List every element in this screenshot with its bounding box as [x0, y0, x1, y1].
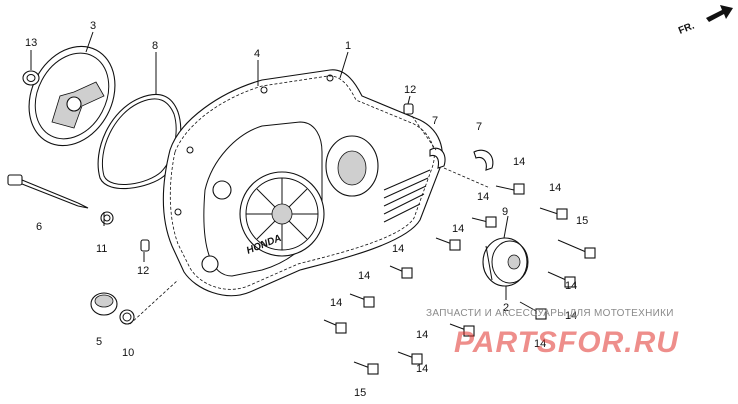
part-11-seal [100, 211, 114, 225]
callout-7-left: 7 [432, 115, 438, 127]
part-5-cap [90, 292, 118, 316]
bolt-2 [539, 207, 568, 220]
callout-1: 1 [345, 40, 351, 52]
part-9-pulley [482, 237, 529, 287]
bolt-6 [389, 265, 413, 279]
callout-7-right: 7 [476, 121, 482, 133]
fr-arrow-icon [706, 5, 733, 22]
callout-15-right: 15 [576, 215, 588, 227]
bolt-13 [353, 361, 379, 375]
callout-5: 5 [96, 336, 102, 348]
callout-12-right: 12 [404, 84, 416, 96]
callout-15-bottom: 15 [354, 387, 366, 399]
bolt-group [323, 183, 596, 375]
part-13-ring [22, 70, 40, 86]
part-8-gasket [97, 94, 182, 190]
bolt-9 [519, 301, 547, 320]
callout-9: 9 [502, 206, 508, 218]
callout-14-i: 14 [565, 310, 577, 322]
front-direction-marker: FR. [677, 5, 733, 37]
bolt-5 [435, 237, 461, 251]
part-6-dipstick [7, 174, 89, 209]
part-12-dowel-right [403, 103, 414, 115]
bolt-1 [495, 183, 525, 195]
part-12-dowel-left [140, 239, 150, 252]
leader-lines [30, 31, 509, 325]
callout-14-d: 14 [452, 223, 464, 235]
part-7-clip-right [473, 149, 494, 171]
callout-13: 13 [25, 37, 37, 49]
callout-14-g: 14 [565, 280, 577, 292]
bolt-11 [449, 323, 475, 337]
callout-10: 10 [122, 347, 134, 359]
callout-14-c: 14 [477, 191, 489, 203]
bolt-10 [323, 319, 347, 334]
part-10-oring [119, 309, 135, 325]
bolt-8 [349, 293, 375, 308]
callout-2: 2 [503, 302, 509, 314]
bolt-4 [557, 239, 596, 259]
callout-14-h: 14 [330, 297, 342, 309]
callout-14-l: 14 [416, 363, 428, 375]
bolt-3 [471, 216, 497, 228]
callout-labels: 13 3 8 4 1 12 7 7 14 14 14 9 15 14 6 11 … [25, 20, 588, 399]
watermark-caption: ЗАПЧАСТИ И АКСЕССУАРЫ ДЛЯ МОТОТЕХНИКИ [426, 308, 674, 319]
callout-4: 4 [254, 48, 260, 60]
callout-14-j: 14 [416, 329, 428, 341]
bolt-7 [547, 271, 576, 288]
callout-14-e: 14 [392, 243, 404, 255]
callout-3: 3 [90, 20, 96, 32]
callout-14-k: 14 [534, 338, 546, 350]
watermark: ЗАПЧАСТИ И АКСЕССУАРЫ ДЛЯ МОТОТЕХНИКИ PA… [426, 308, 679, 359]
callout-8: 8 [152, 40, 158, 52]
callout-11: 11 [96, 243, 107, 255]
callout-12-left: 12 [137, 265, 149, 277]
callout-6: 6 [36, 221, 42, 233]
watermark-brand: PARTSFOR.RU [454, 326, 679, 359]
part-3-plate [28, 45, 116, 147]
callout-14-a: 14 [513, 156, 525, 168]
part-1-crankcase-cover: HONDA [162, 69, 443, 297]
callout-14-f: 14 [358, 270, 370, 282]
bolt-12 [397, 351, 423, 365]
fr-label: FR. [677, 20, 696, 36]
part-7-clip-left [429, 147, 446, 169]
callout-14-b: 14 [549, 182, 561, 194]
